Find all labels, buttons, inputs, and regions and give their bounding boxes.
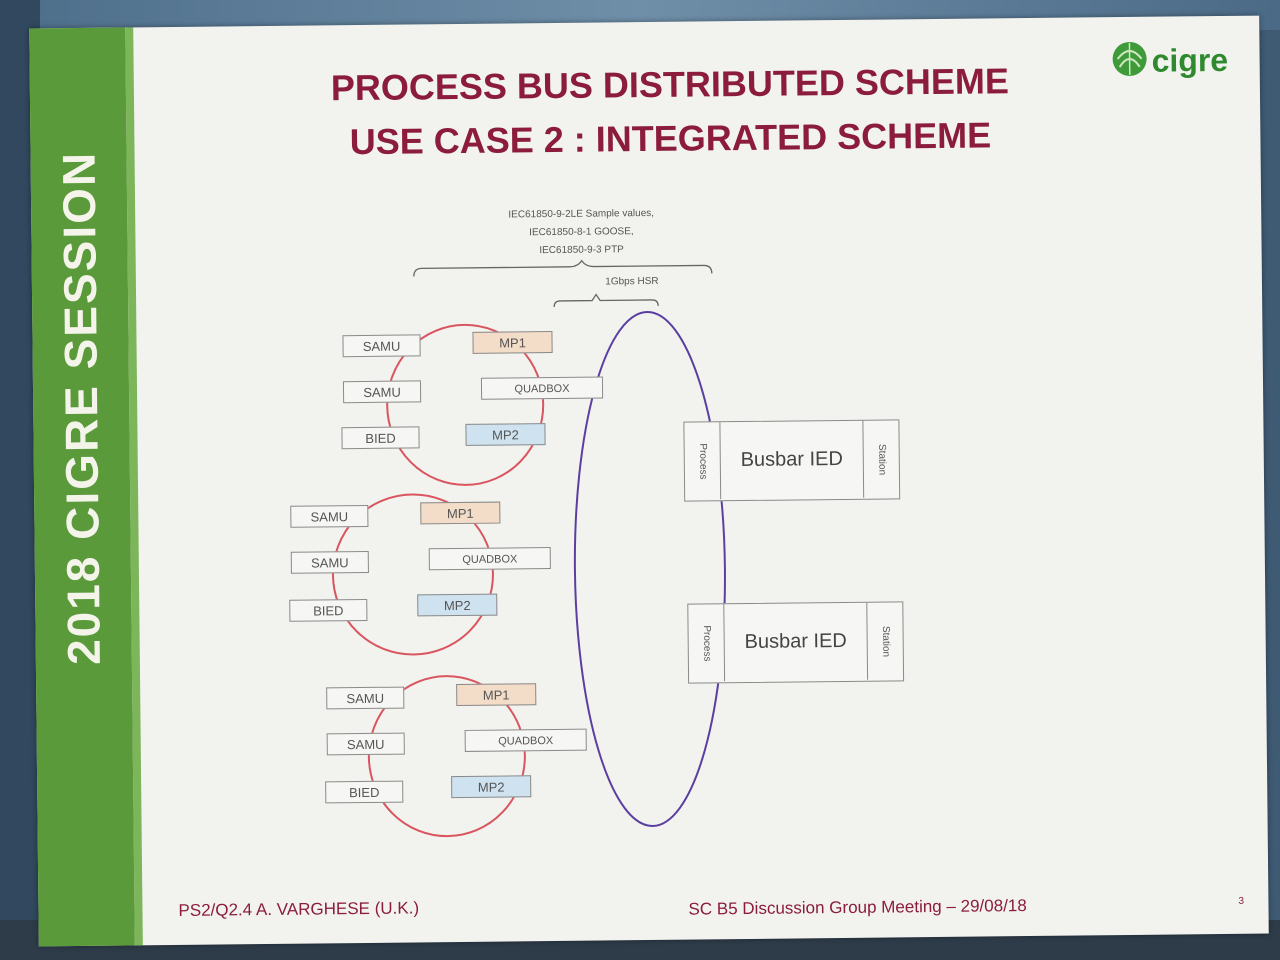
busbar-ied-2: Process Busbar IED Station xyxy=(687,601,905,684)
samu-box: SAMU xyxy=(326,686,405,710)
cigre-logo: cigre xyxy=(1109,36,1260,88)
quadbox-box: QUADBOX xyxy=(464,728,587,752)
busbar-ied-1: Process Busbar IED Station xyxy=(683,419,901,502)
ied-process-port: Process xyxy=(684,422,722,500)
hsr-ring xyxy=(573,311,726,827)
ied-station-label: Station xyxy=(879,625,891,657)
samu-box: SAMU xyxy=(342,380,422,404)
footer-author: PS2/Q2.4 A. VARGHESE (U.K.) xyxy=(178,898,420,920)
bied-box: BIED xyxy=(325,780,404,804)
footer-meeting: SC B5 Discussion Group Meeting – 29/08/1… xyxy=(688,896,1027,919)
hsr-brace xyxy=(553,293,659,308)
group-ring-3 xyxy=(367,675,526,838)
group-ring-1 xyxy=(386,323,545,486)
mp1-box: MP1 xyxy=(456,683,537,707)
ied-process-label: Process xyxy=(700,624,712,662)
mp2-box: MP2 xyxy=(451,775,532,799)
mp2-box: MP2 xyxy=(465,423,546,446)
protocol-brace xyxy=(413,259,713,277)
quadbox-box: QUADBOX xyxy=(428,547,551,571)
samu-box: SAMU xyxy=(290,550,369,574)
cigre-globe-icon xyxy=(1112,41,1147,76)
ied-station-port: Station xyxy=(862,420,900,498)
quadbox-box: QUADBOX xyxy=(480,376,604,400)
mp1-box: MP1 xyxy=(420,501,501,525)
bied-box: BIED xyxy=(289,598,368,622)
bied-box: BIED xyxy=(341,426,420,450)
samu-box: SAMU xyxy=(290,504,369,528)
ied-station-port: Station xyxy=(866,602,904,680)
ied-process-label: Process xyxy=(696,442,708,480)
network-diagram xyxy=(331,259,726,838)
samu-box: SAMU xyxy=(342,334,421,358)
ied-station-label: Station xyxy=(875,443,887,475)
ied-name: Busbar IED xyxy=(744,629,847,654)
mp1-box: MP1 xyxy=(472,331,553,354)
group-ring-2 xyxy=(331,493,494,656)
ied-name: Busbar IED xyxy=(740,447,844,472)
projected-slide: 2018 CIGRE SESSION PROCESS BUS DISTRIBUT… xyxy=(29,15,1269,947)
ied-process-port: Process xyxy=(688,604,726,682)
page-number: 3 xyxy=(1238,895,1245,907)
samu-box: SAMU xyxy=(326,732,405,756)
mp2-box: MP2 xyxy=(417,593,498,617)
